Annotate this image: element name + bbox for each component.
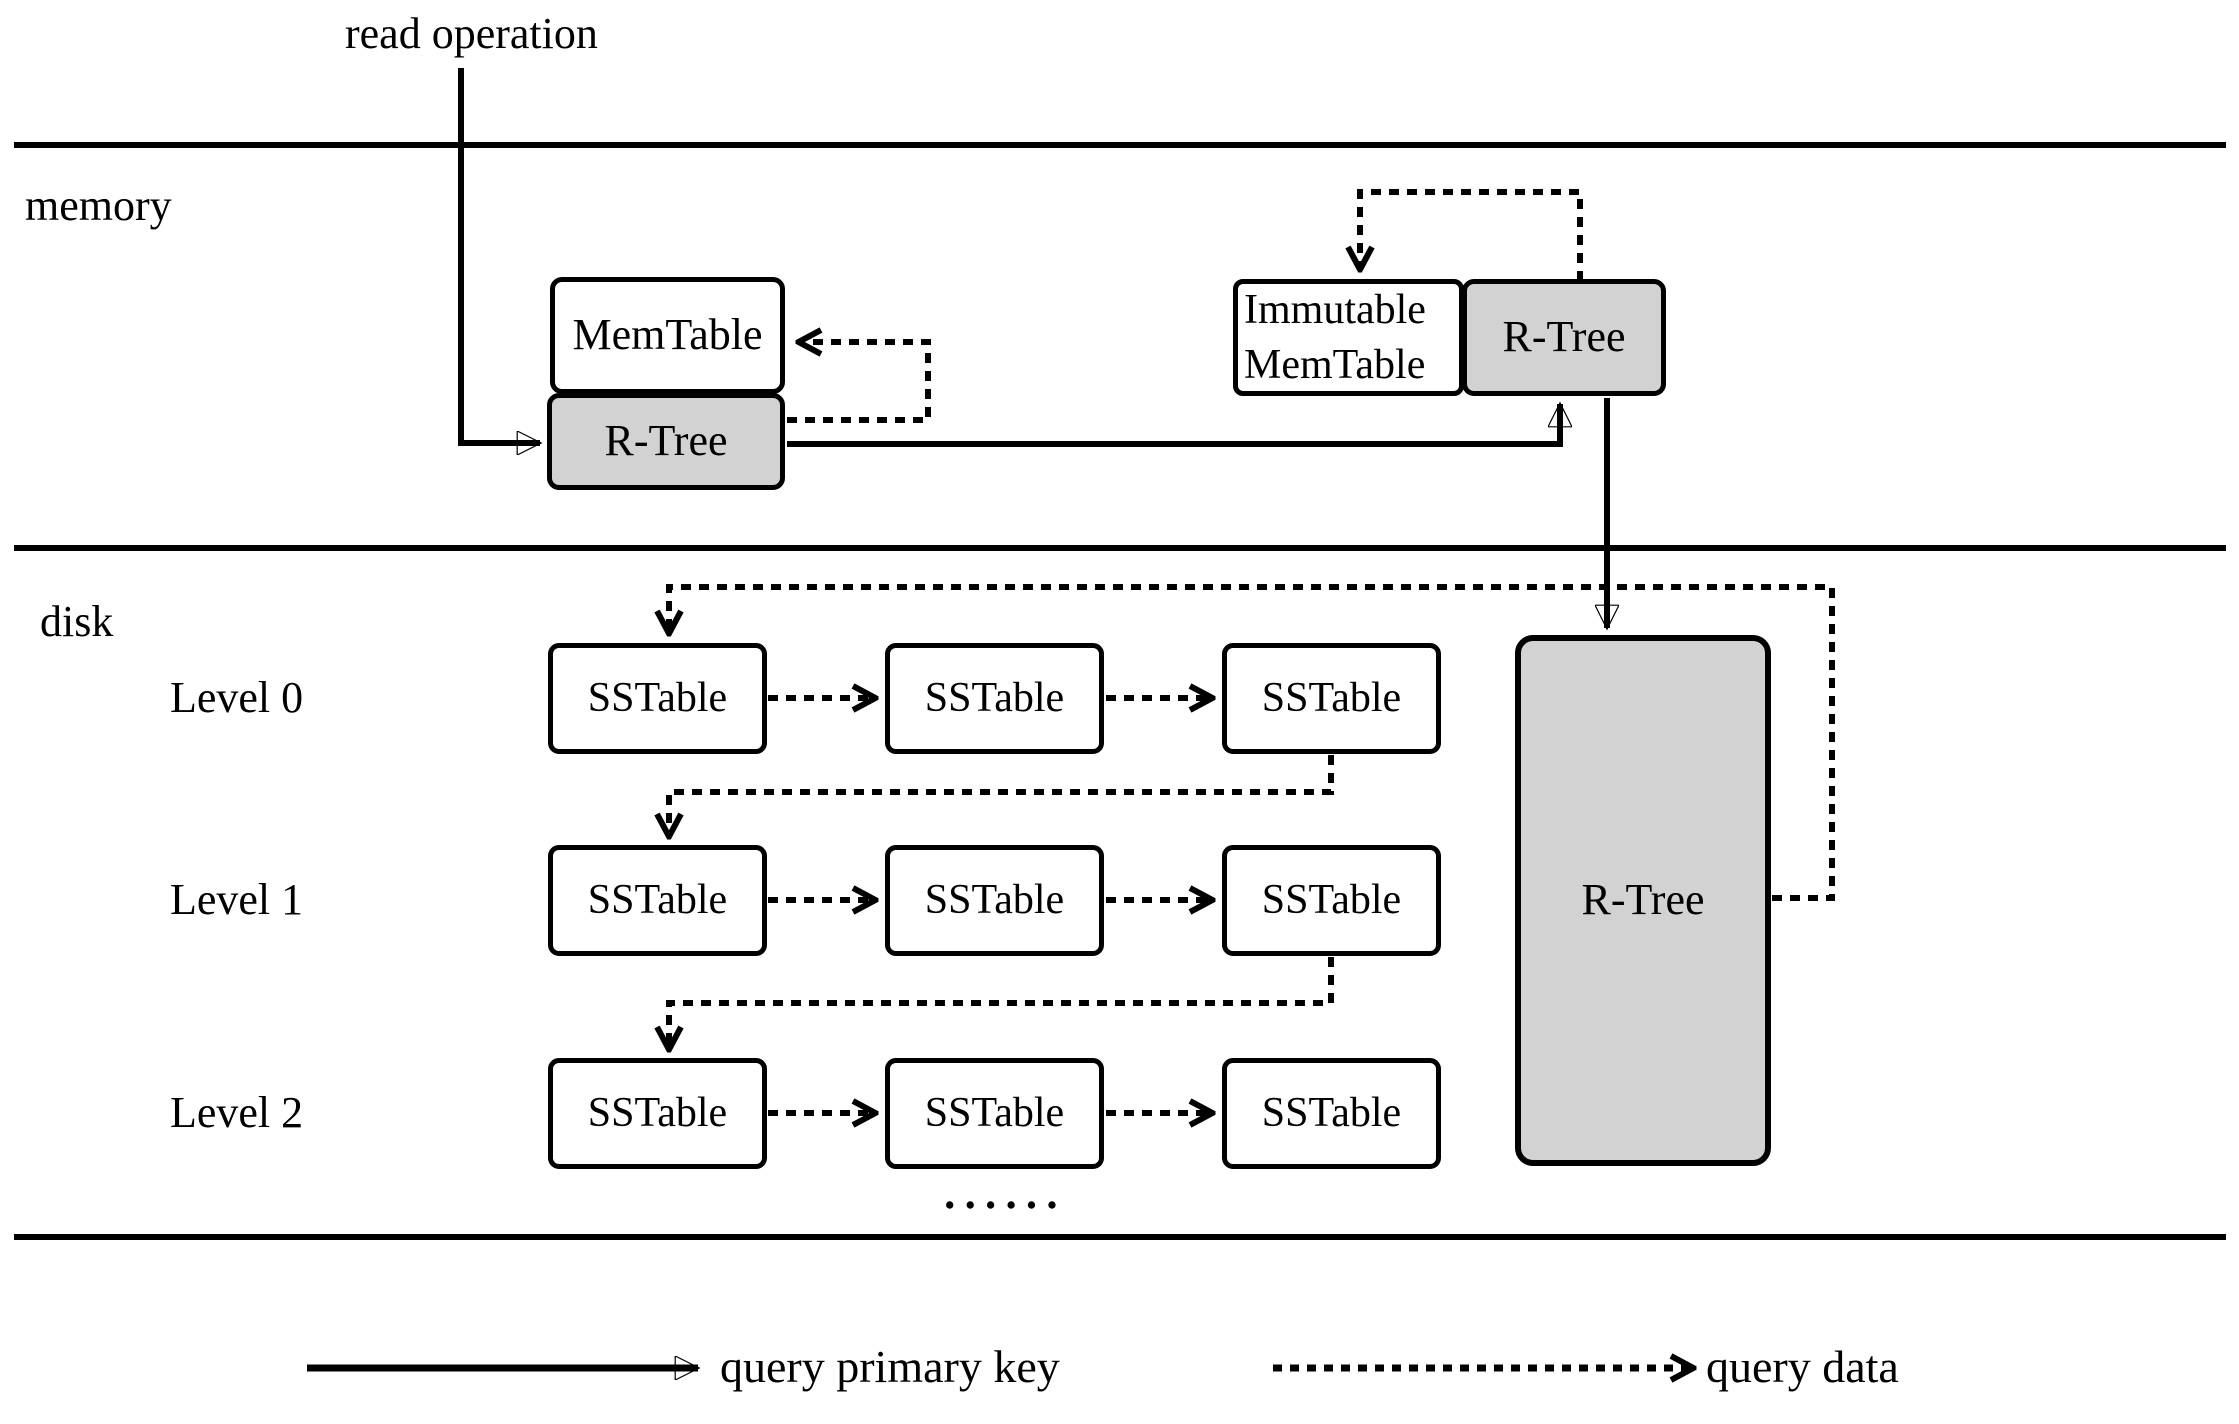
- sstable-box-level1-3: SSTable: [1222, 845, 1441, 956]
- disk-rtree-to-level0-query-data-path: [669, 584, 1835, 901]
- sstable-label: SSTable: [1261, 1090, 1402, 1137]
- rtree-label: R-Tree: [604, 416, 728, 466]
- level-0-label: Level 0: [170, 673, 304, 722]
- sstable-box-level2-1: SSTable: [548, 1058, 767, 1169]
- rtree-label: R-Tree: [1502, 312, 1626, 362]
- immutable-memtable-box: Immutable MemTable: [1233, 279, 1464, 396]
- memtable-rtree-box: R-Tree: [547, 393, 785, 490]
- sstable-label: SSTable: [1261, 877, 1402, 924]
- sstable-label: SSTable: [587, 675, 728, 722]
- disk-section-label: disk: [40, 597, 114, 646]
- sstable-box-level2-2: SSTable: [885, 1058, 1104, 1169]
- sstable-label: SSTable: [924, 1090, 1065, 1137]
- memory-section-label: memory: [25, 181, 172, 230]
- sstable-box-level1-2: SSTable: [885, 845, 1104, 956]
- sstable-box-level0-1: SSTable: [548, 643, 767, 754]
- immutable-rtree-box: R-Tree: [1462, 279, 1666, 396]
- legend-solid-label: query primary key: [720, 1341, 1060, 1392]
- sstable-label: SSTable: [587, 877, 728, 924]
- sstable-box-level1-1: SSTable: [548, 845, 767, 956]
- legend-dashed-label: query data: [1706, 1341, 1899, 1392]
- memtable-box: MemTable: [550, 277, 785, 394]
- sstable-box-level0-2: SSTable: [885, 643, 1104, 754]
- rtree-label: R-Tree: [1581, 875, 1705, 925]
- sstable-label: SSTable: [587, 1090, 728, 1137]
- read-operation-label: read operation: [345, 9, 598, 58]
- sstable-label: SSTable: [924, 675, 1065, 722]
- level-2-label: Level 2: [170, 1088, 304, 1137]
- sstable-box-level2-3: SSTable: [1222, 1058, 1441, 1169]
- sstable-label: SSTable: [1261, 675, 1402, 722]
- immutable-memtable-label-line1: Immutable: [1244, 286, 1426, 333]
- more-levels-ellipsis: ••••••: [945, 1190, 1068, 1220]
- memtable-rtree-query-data-loop: [787, 342, 931, 423]
- sstable-label: SSTable: [924, 877, 1065, 924]
- immutable-rtree-query-data-loop: [1360, 189, 1583, 281]
- memtable-label: MemTable: [572, 310, 763, 360]
- sstable-box-level0-3: SSTable: [1222, 643, 1441, 754]
- level1-to-level2-connector: [669, 957, 1334, 1048]
- memtable-rtree-to-immutable-rtree-arrow: [787, 404, 1560, 447]
- disk-rtree-box: R-Tree: [1515, 635, 1771, 1166]
- immutable-memtable-label-line2: MemTable: [1244, 341, 1426, 388]
- level0-to-level1-connector: [669, 755, 1334, 835]
- read-operation-arrow: [458, 68, 540, 443]
- level-1-label: Level 1: [170, 875, 304, 924]
